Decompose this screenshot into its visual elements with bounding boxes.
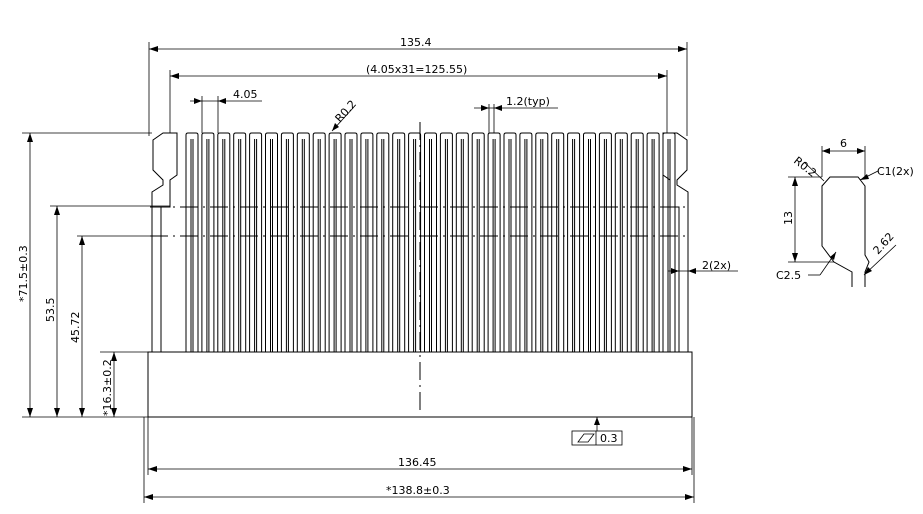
dim-base-width-inner: 136.45 [147,417,693,475]
radius-label: R0.2 [333,98,359,125]
fin [551,132,565,352]
detail-chamfer-bottom-label: C2.5 [776,269,801,282]
fin [280,132,294,352]
fin [201,132,215,352]
fin [344,132,358,352]
fin [614,132,628,352]
dim-fin-pitch: 4.05 [190,88,262,133]
flatness-value: 0.3 [600,432,618,445]
fin [296,132,310,352]
fin [630,132,644,352]
fin [598,132,612,352]
left-outer-wall [151,132,178,352]
fin-array [185,132,676,352]
dim-height-2: 53.5 [44,205,170,417]
fin [217,132,231,352]
height-2-label: 53.5 [44,298,57,323]
pitch-total-label: (4.05x31=125.55) [366,63,467,76]
fin [392,132,406,352]
detail-width-label: 6 [840,137,847,150]
fin [233,132,247,352]
fin [567,132,581,352]
fin [328,132,342,352]
height-3-label: 45.72 [69,312,82,344]
base-width-outer-label: *138.8±0.3 [386,484,450,497]
flatness-callout: 0.3 [571,417,623,446]
detail-tip-label: 2.62 [871,230,897,257]
base-width-inner-label: 136.45 [398,456,437,469]
fin [503,132,517,352]
dim-base-width-outer: *138.8±0.3 [143,417,695,503]
fin [360,132,374,352]
fin [265,132,278,352]
fin-detail-view: 6 R0.2 C1(2x) 13 C2.5 2.62 [776,137,914,287]
fin-pitch-label: 4.05 [233,88,258,101]
dim-side-offset: 2(2x) [668,259,738,274]
fin [535,132,549,352]
fin [662,132,676,352]
total-height-label: *71.5±0.3 [17,245,30,302]
fin [471,132,485,352]
fin [646,132,660,352]
fin [376,132,390,352]
detail-profile [821,176,870,287]
dim-overall-width-top: 135.4 [148,36,688,136]
fin [455,132,469,352]
dim-corner-radius: R0.2 [331,98,359,132]
heatsink-base [147,351,693,418]
fin [312,132,326,352]
dim-pitch-total: (4.05x31=125.55) [169,63,668,133]
heatsink-profile [147,132,693,418]
dim-height-3: 45.72 [69,235,168,417]
fin-thickness-label: 1.2(typ) [506,95,550,108]
dim-total-height: *71.5±0.3 [17,132,152,417]
fin [408,132,422,352]
fin [487,132,501,352]
detail-height-label: 13 [782,211,795,225]
fin [519,132,533,352]
flatness-icon [577,433,595,443]
overall-width-label: 135.4 [400,36,432,49]
dim-fin-thickness: 1.2(typ) [474,95,558,133]
dim-base-height: *16.3±0.2 [100,351,148,417]
fin [583,132,596,352]
fin [439,132,453,352]
side-offset-label: 2(2x) [702,259,731,272]
detail-chamfer-top-label: C1(2x) [877,165,914,178]
fin [185,132,199,352]
detail-radius-label: R0.2 [791,154,819,180]
fin [424,132,437,352]
fin [249,132,263,352]
base-height-label: *16.3±0.2 [101,359,114,416]
